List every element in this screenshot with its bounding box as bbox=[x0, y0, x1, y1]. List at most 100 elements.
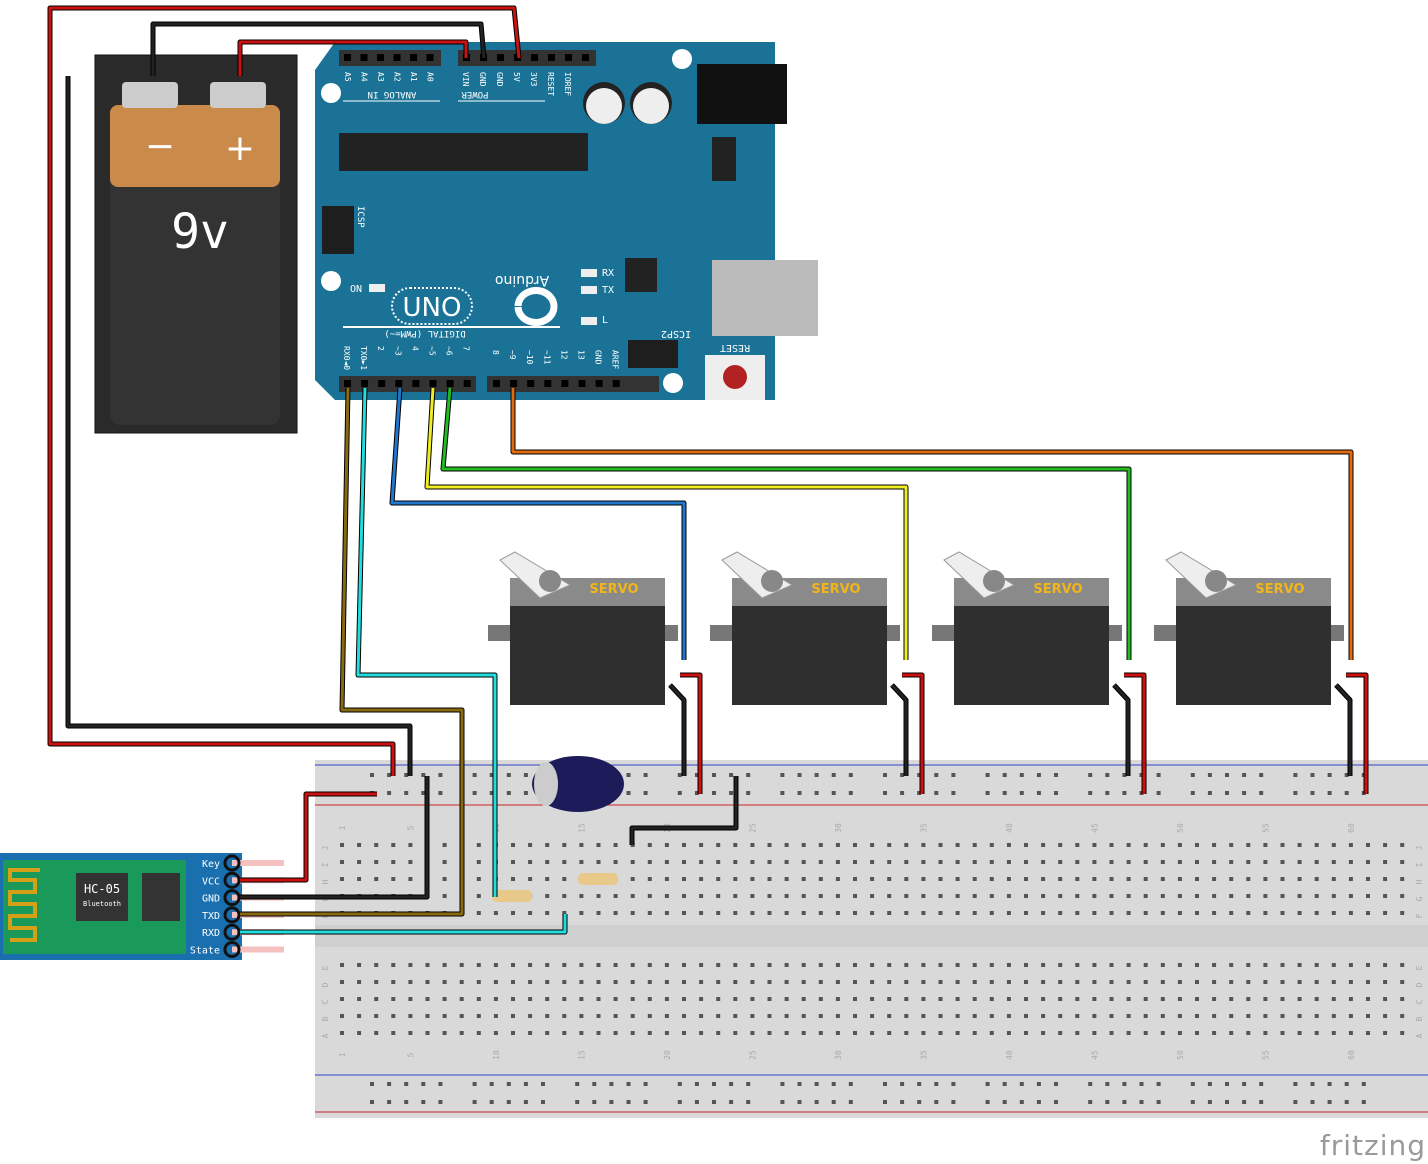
servo-label: SERVO bbox=[1255, 582, 1304, 597]
breadboard-hole bbox=[357, 997, 362, 1001]
breadboard-hole bbox=[972, 1014, 977, 1018]
breadboard-hole bbox=[955, 877, 960, 881]
wire-hc05-rxd bbox=[240, 914, 567, 934]
breadboard-hole bbox=[767, 963, 772, 967]
breadboard-hole bbox=[1314, 860, 1319, 864]
rail-hole bbox=[387, 1082, 392, 1086]
breadboard-hole bbox=[1314, 1031, 1319, 1035]
rail-hole bbox=[575, 1082, 580, 1086]
breadboard-hole bbox=[921, 1014, 926, 1018]
rail-hole bbox=[677, 1082, 682, 1086]
breadboard-hole bbox=[630, 877, 635, 881]
column-number-top: 45 bbox=[1090, 823, 1099, 833]
breadboard-hole bbox=[784, 911, 789, 915]
power-pin-label: GND bbox=[478, 72, 487, 87]
servo-shaft bbox=[983, 570, 1005, 592]
reset-button[interactable] bbox=[723, 365, 747, 389]
rail-hole bbox=[421, 773, 426, 777]
rail-hole bbox=[1190, 791, 1195, 795]
power-pin-label: IOREF bbox=[563, 72, 572, 96]
breadboard-hole bbox=[374, 843, 379, 847]
breadboard-hole bbox=[545, 963, 550, 967]
breadboard-hole bbox=[853, 911, 857, 915]
breadboard-hole bbox=[887, 860, 892, 864]
column-number-top: 50 bbox=[1176, 823, 1185, 833]
breadboard-hole bbox=[1212, 911, 1217, 915]
rail-hole bbox=[472, 1082, 477, 1086]
breadboard-hole bbox=[1006, 1014, 1011, 1018]
breadboard-hole bbox=[1348, 1031, 1353, 1035]
column-number-bottom: 45 bbox=[1090, 1050, 1099, 1060]
breadboard-hole bbox=[853, 1014, 857, 1018]
breadboard-hole bbox=[784, 1031, 789, 1035]
breadboard-hole bbox=[1160, 997, 1165, 1001]
breadboard-hole bbox=[1058, 980, 1063, 984]
digital-pin-label: ~3 bbox=[393, 346, 402, 356]
breadboard-hole bbox=[972, 963, 977, 967]
rail-hole bbox=[387, 791, 392, 795]
breadboard-hole bbox=[340, 877, 344, 881]
rail-hole bbox=[677, 773, 682, 777]
hc05-pin-label: RXD bbox=[202, 928, 220, 939]
hc05-pin bbox=[223, 906, 241, 924]
breadboard-hole bbox=[1331, 860, 1336, 864]
breadboard-hole bbox=[733, 963, 738, 967]
servo-label: SERVO bbox=[589, 582, 638, 597]
breadboard-hole bbox=[870, 980, 875, 984]
row-letter: C bbox=[321, 999, 330, 1004]
digital-pin-label: 8 bbox=[491, 350, 500, 355]
breadboard-hole bbox=[904, 1014, 909, 1018]
breadboard-hole bbox=[1092, 911, 1097, 915]
breadboard-center-channel bbox=[315, 925, 1428, 947]
breadboard-hole bbox=[476, 1031, 481, 1035]
breadboard-hole bbox=[1383, 1031, 1388, 1035]
digital-label: DIGITAL (PWM=~) bbox=[384, 328, 465, 338]
header-pin bbox=[446, 380, 454, 387]
breadboard-hole bbox=[972, 997, 977, 1001]
breadboard-hole bbox=[784, 843, 789, 847]
breadboard-hole bbox=[818, 911, 823, 915]
breadboard-hole bbox=[887, 1031, 892, 1035]
servo-label: SERVO bbox=[1033, 582, 1082, 597]
rail-hole bbox=[1156, 1100, 1161, 1104]
breadboard-hole bbox=[596, 997, 601, 1001]
breadboard-hole bbox=[391, 843, 396, 847]
rail-hole bbox=[1019, 791, 1024, 795]
breadboard-hole bbox=[425, 1014, 430, 1018]
breadboard-hole bbox=[853, 963, 857, 967]
breadboard-hole bbox=[801, 894, 806, 898]
breadboard-hole bbox=[408, 963, 413, 967]
hc05-pin-label: GND bbox=[202, 894, 220, 905]
breadboard-hole bbox=[784, 894, 789, 898]
rail-hole bbox=[1207, 1100, 1212, 1104]
breadboard-hole bbox=[562, 894, 567, 898]
breadboard-hole bbox=[904, 894, 909, 898]
breadboard-hole bbox=[1229, 980, 1234, 984]
analog-pin-label: A0 bbox=[426, 72, 435, 82]
rail-hole bbox=[1105, 1082, 1110, 1086]
breadboard-hole bbox=[1126, 997, 1131, 1001]
breadboard-hole bbox=[374, 1014, 379, 1018]
breadboard-hole bbox=[989, 980, 994, 984]
breadboard-hole bbox=[1229, 963, 1234, 967]
rail-hole bbox=[900, 773, 905, 777]
breadboard-hole bbox=[1092, 843, 1097, 847]
breadboard-hole bbox=[1297, 911, 1302, 915]
analog-pin-label: A2 bbox=[393, 72, 402, 82]
breadboard-hole bbox=[1177, 1014, 1182, 1018]
breadboard-hole bbox=[647, 1014, 652, 1018]
wire-servo-power bbox=[1346, 673, 1368, 794]
column-number-bottom: 15 bbox=[577, 1050, 586, 1060]
header-pin bbox=[531, 54, 538, 61]
breadboard-hole bbox=[528, 843, 533, 847]
breadboard-hole bbox=[511, 1031, 515, 1035]
breadboard-hole bbox=[1297, 860, 1302, 864]
rail-hole bbox=[506, 1082, 511, 1086]
breadboard-hole bbox=[1348, 1014, 1353, 1018]
breadboard-hole bbox=[1177, 980, 1182, 984]
breadboard-hole bbox=[1143, 1031, 1148, 1035]
hc05-antenna bbox=[8, 868, 40, 942]
breadboard-hole bbox=[1400, 1014, 1405, 1018]
breadboard-hole bbox=[1126, 843, 1131, 847]
rail-hole bbox=[1225, 791, 1229, 795]
